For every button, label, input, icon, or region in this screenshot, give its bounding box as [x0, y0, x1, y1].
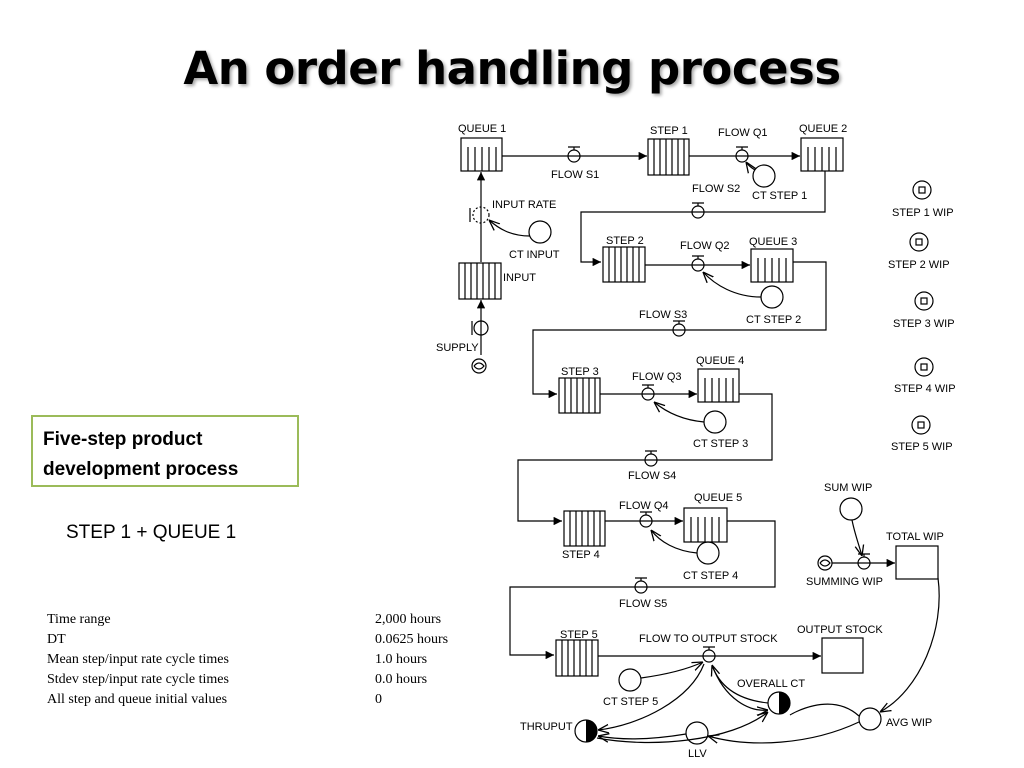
- label-flow-q2: FLOW Q2: [680, 240, 730, 252]
- supply-cloud: [471, 358, 487, 374]
- label-ct-step3: CT STEP 3: [693, 438, 748, 450]
- label-step4: STEP 4: [562, 549, 600, 561]
- ct-step5-converter: [618, 668, 642, 692]
- step-3-box: [558, 377, 601, 414]
- label-sum-wip: SUM WIP: [824, 482, 872, 494]
- label-flow-q3: FLOW Q3: [632, 371, 682, 383]
- summing-wip-cloud: [817, 555, 833, 571]
- sum-wip-converter: [839, 497, 863, 521]
- label-flow-s2: FLOW S2: [692, 183, 740, 195]
- note-line-1: Five-step product: [43, 429, 203, 450]
- label-output-stock: OUTPUT STOCK: [797, 624, 883, 636]
- step1-wip-indicator: [912, 180, 932, 200]
- label-flow-s1: FLOW S1: [551, 169, 599, 181]
- label-queue1: QUEUE 1: [458, 123, 506, 135]
- label-step4-wip: STEP 4 WIP: [894, 383, 956, 395]
- step5-wip-indicator: [911, 415, 931, 435]
- step-5-box: [555, 639, 599, 677]
- ct-step3-converter: [703, 410, 727, 434]
- label-flow-s4: FLOW S4: [628, 470, 676, 482]
- param-label: All step and queue initial values: [47, 692, 228, 707]
- ct-step4-converter: [696, 541, 720, 565]
- ct-step2-converter: [760, 285, 784, 309]
- label-flow-q4: FLOW Q4: [619, 500, 669, 512]
- param-row: Stdev step/input rate cycle times 0.0 hou…: [47, 672, 467, 692]
- step2-wip-indicator: [909, 232, 929, 252]
- param-label: Time range: [47, 612, 111, 627]
- supply-valve: [473, 320, 489, 336]
- input-rate-valve: [472, 206, 490, 224]
- output-stock-box: [821, 637, 864, 674]
- ct-input-converter: [528, 220, 552, 244]
- step3-wip-indicator: [914, 291, 934, 311]
- slide-title: An order handling process: [183, 42, 841, 95]
- label-step1: STEP 1: [650, 125, 688, 137]
- label-ct-step1: CT STEP 1: [752, 190, 807, 202]
- param-row: All step and queue initial values 0: [47, 692, 467, 712]
- label-step5-wip: STEP 5 WIP: [891, 441, 953, 453]
- label-queue2: QUEUE 2: [799, 123, 847, 135]
- label-llv: LLV: [688, 748, 707, 760]
- parameter-table: Time range 2,000 hours DT 0.0625 hours Mea…: [47, 612, 467, 712]
- overall-ct-fill: [779, 692, 790, 714]
- param-label: Stdev step/input rate cycle times: [47, 672, 229, 687]
- param-row: Mean step/input rate cycle times 1.0 hour…: [47, 652, 467, 672]
- label-supply: SUPPLY: [436, 342, 479, 354]
- label-summing-wip: SUMMING WIP: [806, 576, 883, 588]
- label-input-rate: INPUT RATE: [492, 199, 556, 211]
- label-flow-s5: FLOW S5: [619, 598, 667, 610]
- total-wip-box: [895, 545, 939, 580]
- label-overall-ct: OVERALL CT: [737, 678, 805, 690]
- param-value: 0: [375, 692, 382, 707]
- label-ct-step5: CT STEP 5: [603, 696, 658, 708]
- label-ct-step4: CT STEP 4: [683, 570, 738, 582]
- label-flow-to-output: FLOW TO OUTPUT STOCK: [639, 633, 778, 645]
- label-step2: STEP 2: [606, 235, 644, 247]
- label-step1-wip: STEP 1 WIP: [892, 207, 954, 219]
- avg-wip-converter: [858, 707, 882, 731]
- label-input: INPUT: [503, 272, 536, 284]
- llv-converter: [685, 721, 709, 745]
- label-flow-s3: FLOW S3: [639, 309, 687, 321]
- label-thruput: THRUPUT: [520, 721, 573, 733]
- step-label: STEP 1 + QUEUE 1: [66, 522, 237, 543]
- thruput-fill: [586, 720, 597, 742]
- label-queue4: QUEUE 4: [696, 355, 744, 367]
- label-step5: STEP 5: [560, 629, 598, 641]
- label-step3-wip: STEP 3 WIP: [893, 318, 955, 330]
- step-1-box: [647, 138, 690, 176]
- param-row: DT 0.0625 hours: [47, 632, 467, 652]
- label-step2-wip: STEP 2 WIP: [888, 259, 950, 271]
- note-box: Five-step product development process: [31, 415, 299, 487]
- label-ct-step2: CT STEP 2: [746, 314, 801, 326]
- param-label: Mean step/input rate cycle times: [47, 652, 229, 667]
- step4-wip-indicator: [914, 357, 934, 377]
- input-box: [458, 262, 502, 300]
- param-value: 0.0 hours: [375, 672, 428, 687]
- param-value: 0.0625 hours: [375, 632, 449, 647]
- label-ct-input: CT INPUT: [509, 249, 560, 261]
- label-flow-q1: FLOW Q1: [718, 127, 768, 139]
- ct-step1-converter: [752, 164, 776, 188]
- label-total-wip: TOTAL WIP: [886, 531, 944, 543]
- label-queue5: QUEUE 5: [694, 492, 742, 504]
- label-avg-wip: AVG WIP: [886, 717, 932, 729]
- param-row: Time range 2,000 hours: [47, 612, 467, 632]
- param-value: 2,000 hours: [375, 612, 442, 627]
- param-value: 1.0 hours: [375, 652, 428, 667]
- label-step3: STEP 3: [561, 366, 599, 378]
- note-line-2: development process: [43, 459, 239, 480]
- label-queue3: QUEUE 3: [749, 236, 797, 248]
- param-label: DT: [47, 632, 66, 647]
- step-4-box: [563, 510, 606, 547]
